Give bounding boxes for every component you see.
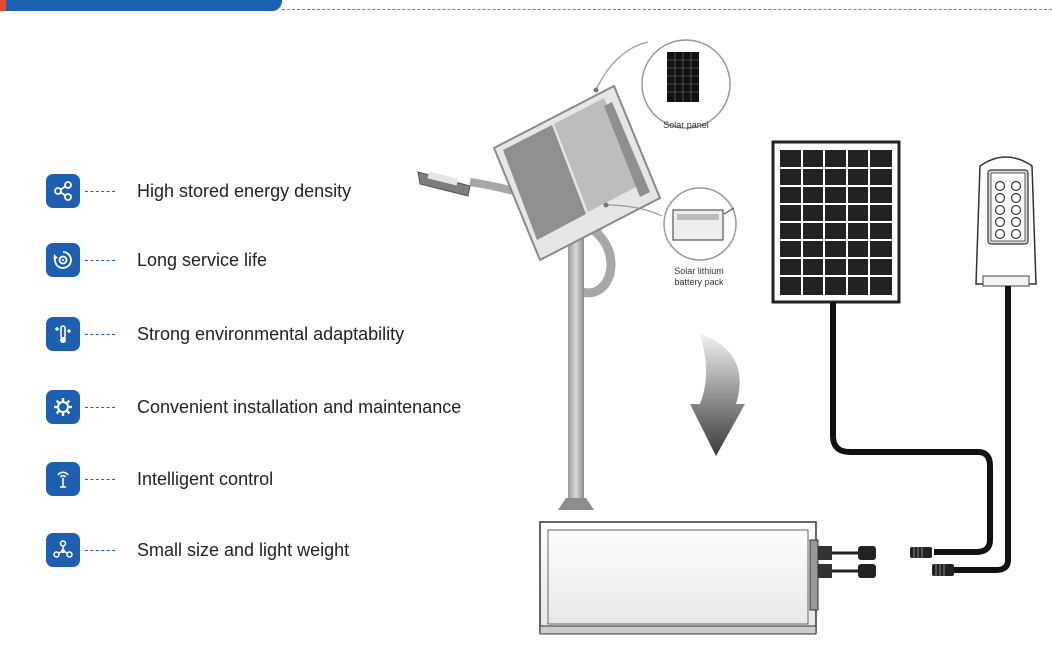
- led-lamp-module: [975, 156, 1037, 287]
- feature-label: High stored energy density: [137, 180, 352, 201]
- thermometer-snowflake-icon: [46, 317, 80, 351]
- lithium-battery-box: [539, 521, 819, 635]
- solar-panel-inset: [667, 52, 699, 102]
- molecule-icon: [46, 533, 80, 567]
- pole-solar-panel: [492, 84, 662, 262]
- header-dashed-line: [282, 9, 1052, 10]
- lamp-cable: [954, 286, 1011, 573]
- feature-connector: [85, 549, 115, 551]
- cable-connector-top: [910, 547, 932, 558]
- feature-label: Small size and light weight: [137, 539, 350, 560]
- feature-connector: [85, 190, 115, 192]
- feature-connector: [85, 259, 115, 261]
- feature-item-environment: Strong environmental adaptability: [46, 317, 404, 351]
- antenna-icon: [46, 462, 80, 496]
- feature-item-service-life: Long service life: [46, 243, 267, 277]
- feature-label: Long service life: [137, 249, 268, 270]
- battery-inset: [672, 207, 735, 241]
- pole-lamp-head: [417, 171, 471, 197]
- feature-label: Intelligent control: [137, 468, 274, 489]
- solar-panel-cable: [830, 302, 993, 555]
- feature-connector: [85, 333, 115, 335]
- recycle-gear-icon: [46, 243, 80, 277]
- down-arrow: [690, 334, 745, 456]
- feature-item-intelligent-control: Intelligent control: [46, 462, 273, 496]
- gear-icon: [46, 390, 80, 424]
- battery-label-line1: Solar lithium: [674, 266, 724, 276]
- solar-panel-module: [771, 140, 901, 304]
- feature-item-energy-density: High stored energy density: [46, 174, 351, 208]
- share-nodes-icon: [46, 174, 80, 208]
- battery-output-leads: [818, 546, 876, 578]
- header-tab: [0, 0, 282, 11]
- feature-label: Strong environmental adaptability: [137, 323, 405, 344]
- feature-label: Convenient installation and maintenance: [137, 396, 462, 417]
- feature-connector: [85, 406, 115, 408]
- cable-connector-bottom: [932, 564, 954, 576]
- feature-connector: [85, 478, 115, 480]
- feature-item-size-weight: Small size and light weight: [46, 533, 349, 567]
- solar-panel-label: Solar panel: [663, 120, 709, 130]
- header-accent: [0, 0, 6, 11]
- feature-item-installation: Convenient installation and maintenance: [46, 390, 461, 424]
- battery-label-line2: battery pack: [674, 277, 724, 287]
